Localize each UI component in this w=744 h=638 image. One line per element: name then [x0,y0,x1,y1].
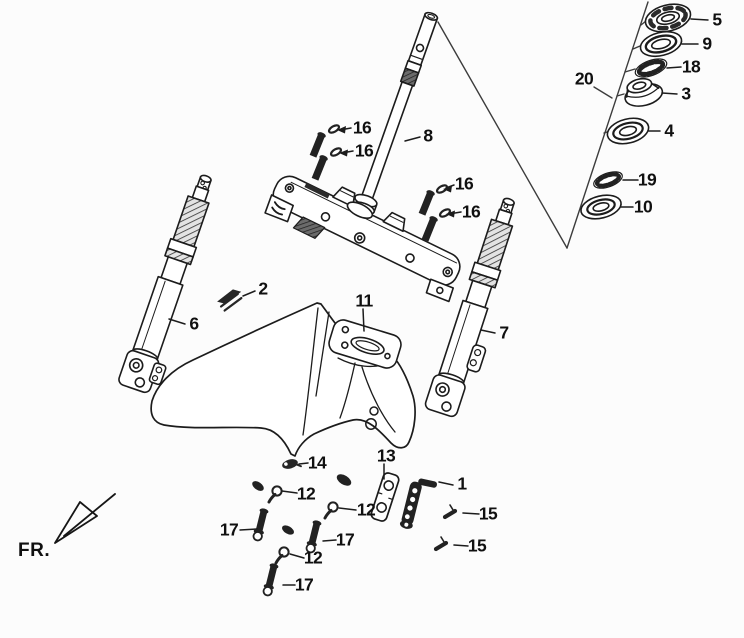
dust-seal-part9 [639,30,683,58]
small-parts [217,124,458,597]
callout-17: 17 [219,519,239,540]
callout-8: 8 [423,125,433,146]
clamp-part2 [217,289,243,312]
bottom-race-part10 [580,194,622,220]
bolt-part16 [309,132,326,158]
steering-stem-part8 [351,11,439,224]
steering-stem-nut-part5 [644,3,692,33]
washer-part12 [274,546,290,565]
front-direction-label: FR. [18,540,51,561]
fender-hole [369,406,379,416]
callout-19: 19 [637,169,657,190]
rubber-piece [336,474,352,486]
callout-12-2: 12 [356,499,376,520]
callout-12: 12 [296,483,316,504]
screw-part15 [442,504,458,520]
fender-mount-plate [328,319,402,369]
steel-balls-part18 [634,58,668,78]
callout-12-3: 12 [303,547,323,568]
washer-part16 [438,208,452,218]
right-fork-part7 [424,197,515,418]
callout-14: 14 [307,452,327,473]
leader-lines [168,18,709,586]
bearing-race-part4 [606,117,650,145]
washer-part12 [267,485,283,504]
callout-16-3: 16 [454,173,474,194]
washer-part16 [329,147,343,157]
rubber-piece [252,481,264,491]
callout-18: 18 [681,56,701,77]
front-fender-part11 [150,302,416,457]
washer-part12 [323,501,339,520]
bolt-part16 [418,190,435,216]
callout-6: 6 [189,313,199,334]
steel-balls-part19 [593,171,623,189]
bolt-part17 [252,508,269,542]
bearing-stack [580,3,692,220]
left-fork-part6 [118,174,212,394]
clip-part14 [282,459,302,469]
assembly-guide-lines [437,1,649,249]
front-direction-arrow [54,493,116,544]
fender-hole [365,418,377,430]
callout-16: 16 [352,117,372,138]
callout-16-2: 16 [354,140,374,161]
washer-part16 [327,124,341,134]
callout-3: 3 [681,83,691,104]
top-cone-race-part3 [624,77,664,107]
stay-part1 [399,478,438,529]
callout-2: 2 [258,278,268,299]
callout-4: 4 [664,120,674,141]
callout-11: 11 [355,290,373,311]
callout-17-3: 17 [294,574,314,595]
callout-10: 10 [633,196,653,217]
callout-15: 15 [478,503,498,524]
callout-20: 20 [574,68,594,89]
bolt-part17 [305,520,322,554]
bolt-part16 [311,155,328,181]
bolt-part16 [421,216,438,242]
callout-5: 5 [712,9,722,30]
leader-arrowheads [337,126,455,218]
callout-17-2: 17 [335,529,355,550]
bracket-part13 [370,472,400,522]
callout-15-2: 15 [467,535,487,556]
callout-9: 9 [702,33,712,54]
screw-part15 [433,536,449,552]
callout-1: 1 [457,473,467,494]
callout-16-4: 16 [461,201,481,222]
callout-13: 13 [376,445,396,466]
under-bracket [264,175,461,303]
bolt-part17 [262,563,279,597]
callout-7: 7 [499,322,509,343]
washer-part16 [435,184,449,194]
rubber-piece [282,525,294,535]
